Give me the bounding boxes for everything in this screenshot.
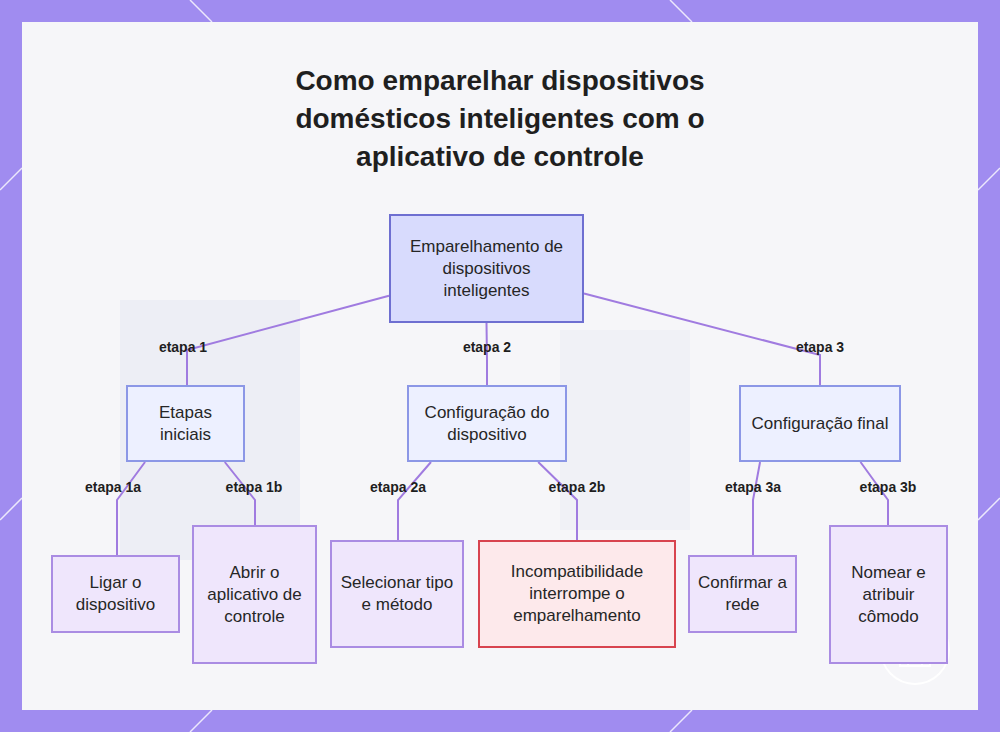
process-box: Abrir o aplicativo de controle [192,525,317,664]
blur-shape [560,330,690,530]
process-box: Nomear e atribuir cômodo [829,525,948,664]
process-box: Configuração do dispositivo [407,385,567,462]
node-text: Confirmar a rede [698,572,787,616]
connector [187,296,389,385]
connector [538,462,577,540]
blur-shape [120,300,300,560]
connector [117,462,145,555]
node-text: Selecionar tipo e método [340,572,454,616]
process-box: Etapas iniciais [126,385,245,462]
edge-label: etapa 2a [370,479,426,495]
edge-label: etapa 2 [463,339,511,355]
node-text: Emparelhamento de dispositivos inteligen… [399,236,574,302]
edge-label: etapa 1 [159,339,207,355]
node-text: Etapas iniciais [136,402,235,446]
process-box: Ligar o dispositivo [51,555,180,633]
process-box: Selecionar tipo e método [330,540,464,648]
edge-label: etapa 3a [725,479,781,495]
edge-label: etapa 2b [549,479,606,495]
edge-label: etapa 3b [860,479,917,495]
edge-label: etapa 1b [226,479,283,495]
node-text: Abrir o aplicativo de controle [202,562,307,628]
diagram-title: Como emparelhar dispositivos domésticos … [230,62,770,176]
edge-label: etapa 3 [796,339,844,355]
node-text: Ligar o dispositivo [61,572,170,616]
connector [753,462,760,555]
error-box: Incompatibilidade interrompe o emparelha… [478,540,676,648]
connector [398,462,431,540]
node-text: Configuração final [751,413,888,435]
process-box: Confirmar a rede [688,555,797,633]
node-text: Configuração do dispositivo [417,402,557,446]
connector [584,294,820,385]
node-text: Incompatibilidade interrompe o emparelha… [488,561,666,627]
panel [22,22,978,710]
process-box: Configuração final [739,385,901,462]
process-box: Emparelhamento de dispositivos inteligen… [389,214,584,323]
node-text: Nomear e atribuir cômodo [839,562,938,628]
edge-label: etapa 1a [85,479,141,495]
